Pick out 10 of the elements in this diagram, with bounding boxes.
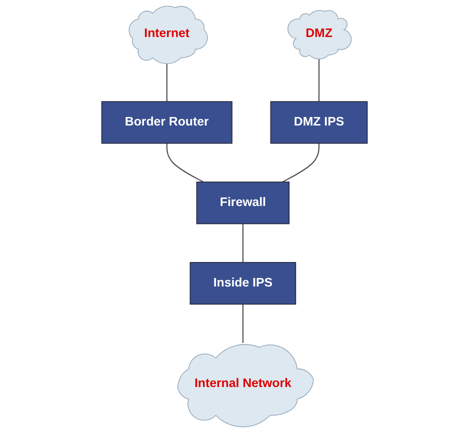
connector — [318, 58, 320, 102]
node-box: DMZ IPS — [270, 101, 368, 144]
connector — [242, 304, 244, 343]
connector — [242, 224, 244, 262]
node-box: Firewall — [196, 182, 290, 224]
connector — [282, 143, 320, 183]
connector — [166, 62, 168, 102]
node-box: Inside IPS — [190, 262, 296, 305]
node-box: Border Router — [101, 101, 232, 144]
connector — [166, 143, 204, 183]
